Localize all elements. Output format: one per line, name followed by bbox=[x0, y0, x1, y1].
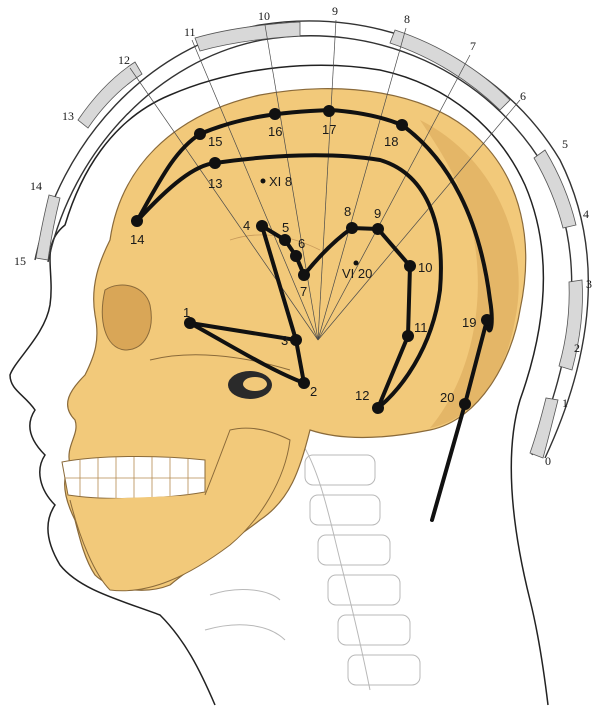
point-label-4: 4 bbox=[243, 218, 250, 233]
point-dot-11 bbox=[402, 330, 414, 342]
scale-label-14: 14 bbox=[30, 179, 42, 193]
teeth bbox=[62, 456, 205, 498]
point-label-5: 5 bbox=[282, 220, 289, 235]
point-label-6: 6 bbox=[298, 236, 305, 251]
scale-label-9: 9 bbox=[332, 4, 338, 18]
point-dot-15 bbox=[194, 128, 206, 140]
scale-label-10: 10 bbox=[258, 9, 270, 23]
point-label-1: 1 bbox=[183, 305, 190, 320]
point-label-9: 9 bbox=[374, 206, 381, 221]
scale-label-13: 13 bbox=[62, 109, 74, 123]
point-label-19: 19 bbox=[462, 315, 476, 330]
point-label-2: 2 bbox=[310, 384, 317, 399]
point-label-11: 11 bbox=[414, 320, 428, 335]
scale-label-15: 15 bbox=[14, 254, 26, 268]
scale-label-12: 12 bbox=[118, 53, 130, 67]
point-label-20: 20 bbox=[440, 390, 454, 405]
scale-label-2: 2 bbox=[574, 341, 580, 355]
point-dot-16 bbox=[269, 108, 281, 120]
scale-label-11: 11 bbox=[184, 25, 196, 39]
point-label-15: 15 bbox=[208, 134, 222, 149]
point-dot-18 bbox=[396, 119, 408, 131]
point-label-12: 12 bbox=[355, 388, 369, 403]
point-label-18: 18 bbox=[384, 134, 398, 149]
point-dot-12 bbox=[372, 402, 384, 414]
roman-label-vi: VI 20 bbox=[342, 266, 372, 281]
point-dot-7 bbox=[298, 269, 310, 281]
scale-label-0: 0 bbox=[545, 454, 551, 468]
point-dot-19 bbox=[481, 314, 493, 326]
point-dot-9 bbox=[372, 223, 384, 235]
eye-socket bbox=[102, 285, 151, 350]
point-label-3: 3 bbox=[281, 333, 288, 348]
point-dot-14 bbox=[131, 215, 143, 227]
point-dot-10 bbox=[404, 260, 416, 272]
scale-label-4: 4 bbox=[583, 207, 589, 221]
scale-label-1: 1 bbox=[562, 396, 568, 410]
scale-label-6: 6 bbox=[520, 89, 526, 103]
point-label-13: 13 bbox=[208, 176, 222, 191]
scale-label-3: 3 bbox=[586, 277, 592, 291]
point-dot-6 bbox=[290, 250, 302, 262]
point-label-14: 14 bbox=[130, 232, 144, 247]
point-label-7: 7 bbox=[300, 284, 307, 299]
roman-label-xi: XI 8 bbox=[269, 174, 292, 189]
scale-label-7: 7 bbox=[470, 39, 476, 53]
scale-label-5: 5 bbox=[562, 137, 568, 151]
point-label-16: 16 bbox=[268, 124, 282, 139]
vi-dot bbox=[354, 261, 359, 266]
point-label-8: 8 bbox=[344, 204, 351, 219]
point-dot-3 bbox=[290, 334, 302, 346]
point-dot-17 bbox=[323, 105, 335, 117]
point-dot-4 bbox=[256, 220, 268, 232]
point-dot-2 bbox=[298, 377, 310, 389]
point-dot-13 bbox=[209, 157, 221, 169]
scale-label-8: 8 bbox=[404, 12, 410, 26]
point-dot-5 bbox=[279, 234, 291, 246]
point-dot-20 bbox=[459, 398, 471, 410]
point-label-17: 17 bbox=[322, 122, 336, 137]
point-label-10: 10 bbox=[418, 260, 432, 275]
point-dot-8 bbox=[346, 222, 358, 234]
xi-dot bbox=[261, 179, 266, 184]
